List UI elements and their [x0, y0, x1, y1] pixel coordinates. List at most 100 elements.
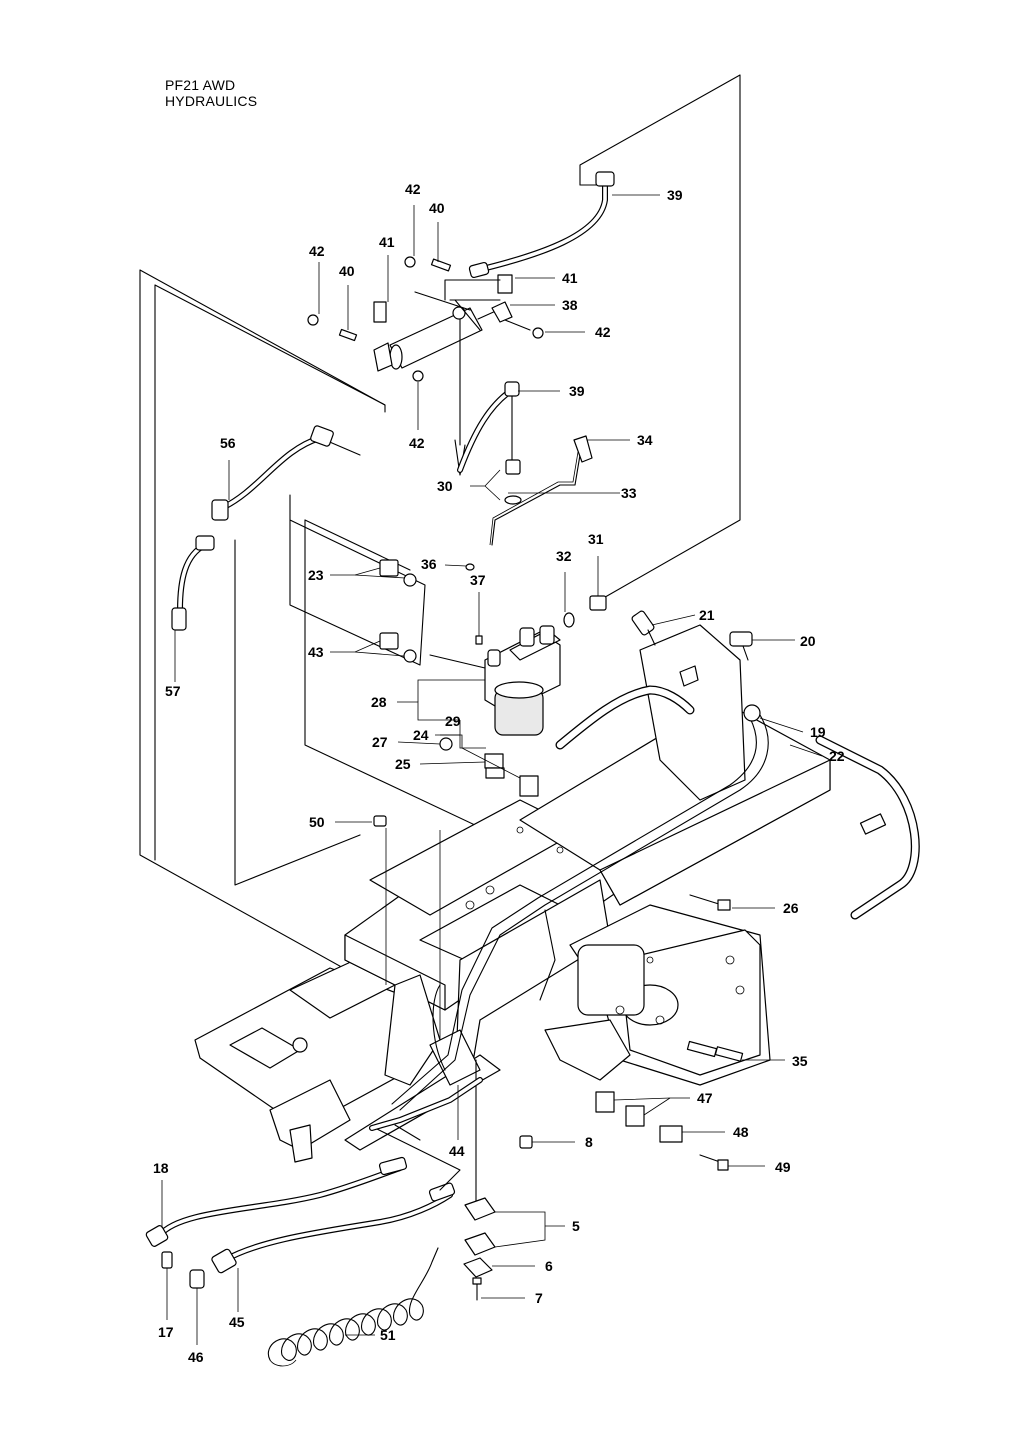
clamp-47-48-49: [595, 1091, 729, 1171]
outline-left-outer: [139, 269, 393, 996]
lower-bracket-post: [289, 1124, 313, 1163]
clamp-5-6-7: [463, 1059, 496, 1301]
hose-18: [145, 1156, 408, 1269]
fitting-19: [743, 704, 761, 722]
hose-57: [171, 535, 215, 631]
callout-46: 46: [188, 1349, 204, 1365]
hose-routing-lines: [369, 1077, 483, 1191]
callout-42b: 42: [309, 243, 325, 259]
bolt-26: [689, 894, 731, 911]
rear-lever: [544, 1019, 631, 1081]
fitting-23: [379, 559, 399, 577]
fitting-17: [161, 1251, 173, 1269]
mount-plate: [429, 1029, 481, 1086]
tractor-frame: [194, 624, 920, 1163]
diagram-title: PF21 AWD HYDRAULICS: [165, 77, 257, 109]
grab-handle-clip: [859, 813, 887, 835]
cylinder-clevis-left: [373, 342, 393, 372]
callout-42a: 42: [405, 181, 421, 197]
hose-39-mid-fitting: [504, 381, 520, 397]
callout-51: 51: [380, 1327, 396, 1343]
callout-42c: 42: [595, 324, 611, 340]
callout-19: 19: [810, 724, 826, 740]
fitting-43-line: [429, 654, 486, 669]
valve-spool-b: [539, 625, 555, 645]
diagram-title-section: HYDRAULICS: [165, 93, 258, 109]
hose-45: [189, 1182, 456, 1289]
clamp-5-top: [464, 1197, 496, 1221]
callout-18: 18: [153, 1160, 169, 1176]
callout-39a: 39: [667, 187, 683, 203]
guide-line-c: [504, 319, 531, 331]
callout-40a: 40: [429, 200, 445, 216]
guide-line-d: [454, 299, 481, 331]
hose-39-top: [468, 171, 615, 279]
valve-fittings: [465, 563, 607, 645]
fittings-30: [504, 459, 522, 505]
lift-cylinder-barrel: [389, 307, 483, 369]
clamp-25-lower: [485, 767, 505, 779]
bolt-37: [475, 635, 483, 645]
fitting-21: [631, 610, 655, 636]
clamp-47b: [625, 1105, 645, 1127]
fitting-43: [379, 632, 399, 650]
callout-50: 50: [309, 814, 325, 830]
pin-40-left: [338, 328, 358, 342]
callout-40b: 40: [339, 263, 355, 279]
outline-hose-loop: [234, 539, 361, 886]
circlip-42-b: [404, 256, 416, 268]
fitting-31: [589, 595, 607, 611]
callout-31: 31: [588, 531, 604, 547]
callout-38: 38: [562, 297, 578, 313]
callout-22: 22: [829, 748, 845, 764]
clip-50: [373, 815, 387, 827]
clip-41-left: [373, 301, 387, 323]
callout-23: 23: [308, 567, 324, 583]
pedal-lever: [384, 974, 441, 1086]
hose-39-fitting-bottom: [468, 261, 490, 279]
hose-56: [211, 425, 334, 521]
callout-26: 26: [783, 900, 799, 916]
pin-40-right: [430, 258, 452, 272]
callout-32: 32: [556, 548, 572, 564]
callout-20: 20: [800, 633, 816, 649]
callout-41b: 41: [562, 270, 578, 286]
hose-39-mid: [457, 381, 520, 473]
circlip-42-c: [532, 327, 544, 339]
callout-6: 6: [545, 1258, 553, 1274]
bolts-35: [686, 1040, 744, 1062]
callout-49: 49: [775, 1159, 791, 1175]
callout-7: 7: [535, 1290, 543, 1306]
clip-36: [465, 563, 475, 571]
callout-47: 47: [697, 1090, 713, 1106]
diagram-title-model: PF21 AWD: [165, 77, 236, 93]
callout-45: 45: [229, 1314, 245, 1330]
callout-29: 29: [445, 713, 461, 729]
lift-cylinder-port: [452, 306, 466, 320]
rod-clevis-38: [491, 301, 513, 323]
callout-5: 5: [572, 1218, 580, 1234]
callout-36: 36: [421, 556, 437, 572]
callout-27: 27: [372, 734, 388, 750]
side-rail-face: [599, 759, 831, 906]
footplate-hole: [292, 1037, 308, 1053]
callout-21: 21: [699, 607, 715, 623]
callout-24: 24: [413, 727, 429, 743]
callout-41a: 41: [379, 234, 395, 250]
washer-32: [563, 612, 575, 628]
frame-hydraulic-tubes: [391, 714, 769, 1111]
callout-30: 30: [437, 478, 453, 494]
callout-28: 28: [371, 694, 387, 710]
tube-drop: [432, 984, 446, 1071]
control-valve-28: [484, 625, 561, 736]
callout-8: 8: [585, 1134, 593, 1150]
clamp-47a: [595, 1091, 615, 1113]
fittings-20-21: [631, 610, 761, 722]
clip-41-right: [497, 274, 513, 294]
spiral-guard-51: [267, 1247, 439, 1367]
fitting-46: [189, 1269, 205, 1289]
tube-return: [539, 909, 556, 1001]
clamp-5-bottom: [464, 1232, 496, 1256]
brackets-24-25-27: [439, 737, 539, 797]
